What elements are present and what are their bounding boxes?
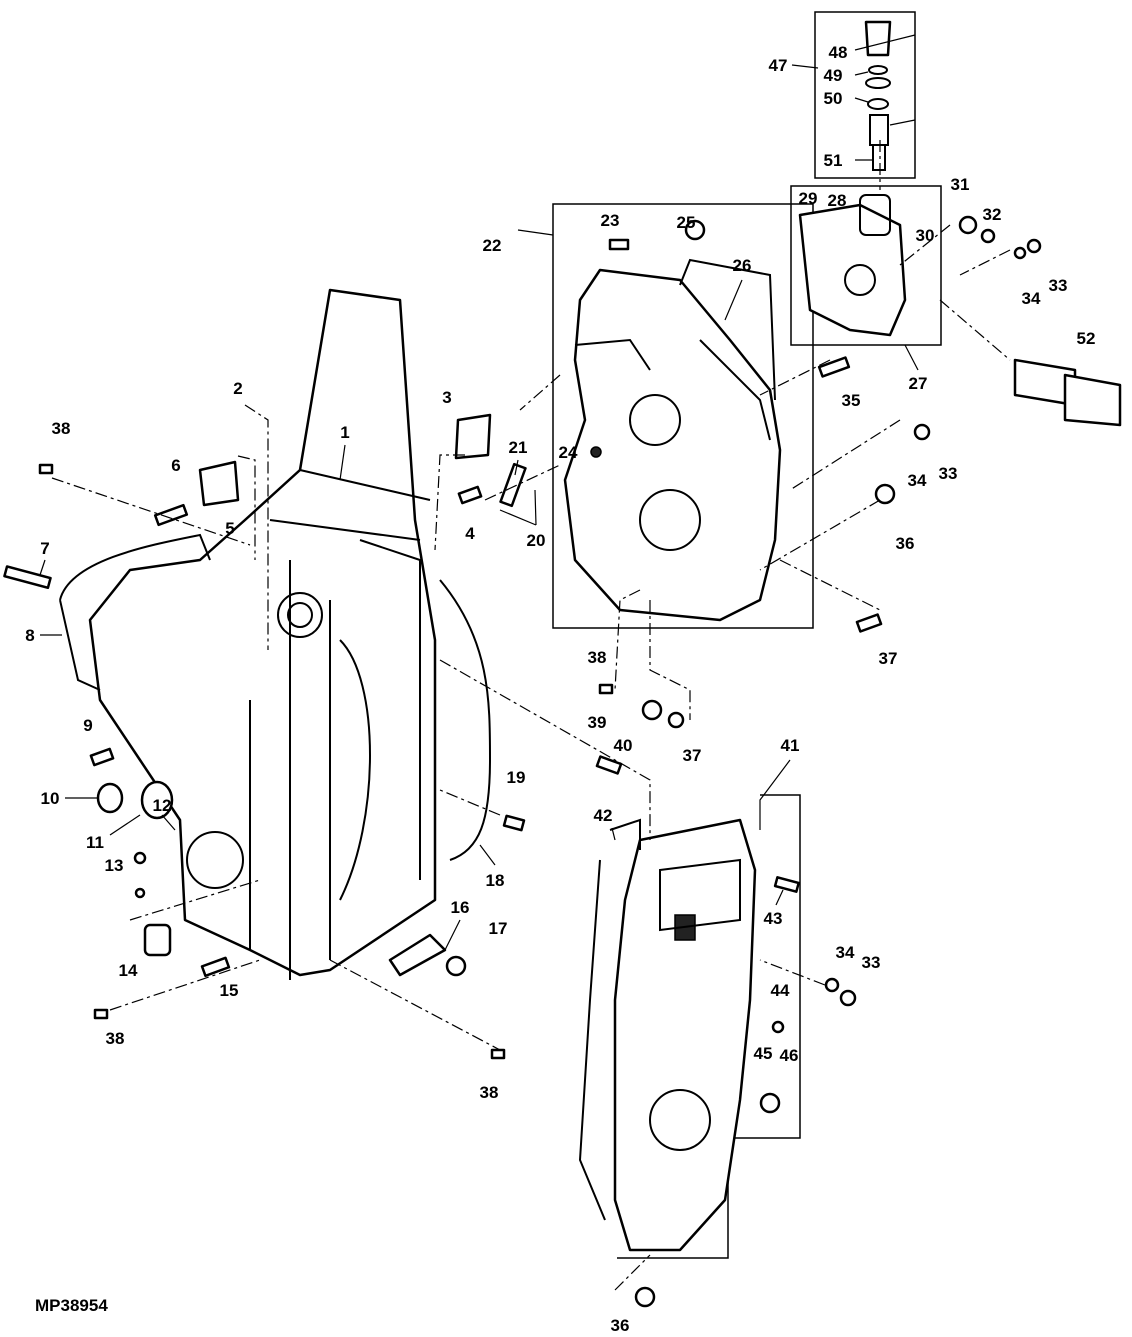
callout-21: 21 [509, 438, 528, 457]
callout-38: 38 [52, 419, 71, 438]
callout-17: 17 [489, 919, 508, 938]
valve-body [798, 194, 907, 337]
leader-lines [39, 34, 919, 951]
lower-cover [578, 818, 757, 1252]
callout-46: 46 [780, 1046, 799, 1065]
callout-11: 11 [86, 833, 104, 852]
callout-32: 32 [983, 205, 1002, 224]
group-box-27 [790, 185, 942, 346]
callout-34: 34 [908, 471, 927, 490]
small-parts [3, 215, 1042, 1308]
callout-labels: 47 48 49 50 51 29 28 31 32 30 34 33 27 3… [25, 43, 1095, 1335]
callout-6: 6 [171, 456, 180, 475]
callout-18: 18 [486, 871, 505, 890]
callout-22: 22 [483, 236, 502, 255]
callout-14: 14 [119, 961, 138, 980]
solenoid [1013, 358, 1122, 427]
callout-33: 33 [862, 953, 881, 972]
callout-38: 38 [588, 648, 607, 667]
group-box-22 [552, 203, 814, 629]
diagram-code: MP38954 [35, 1296, 108, 1315]
callout-34: 34 [836, 943, 855, 962]
callout-52: 52 [1077, 329, 1096, 348]
callout-2: 2 [233, 379, 242, 398]
callout-5: 5 [225, 519, 234, 538]
callout-20: 20 [527, 531, 546, 550]
callout-49: 49 [824, 66, 843, 85]
callout-45: 45 [754, 1044, 773, 1063]
callout-37: 37 [683, 746, 702, 765]
callout-43: 43 [764, 909, 783, 928]
callout-19: 19 [507, 768, 526, 787]
group-box-47 [814, 11, 916, 179]
callout-23: 23 [601, 211, 620, 230]
callout-7: 7 [40, 539, 49, 558]
callout-41: 41 [781, 736, 800, 755]
front-cover [563, 258, 782, 622]
callout-40: 40 [614, 736, 633, 755]
callout-38: 38 [480, 1083, 499, 1102]
callout-8: 8 [25, 626, 34, 645]
callout-47: 47 [769, 56, 788, 75]
callout-30: 30 [916, 226, 935, 245]
callout-29: 29 [799, 189, 818, 208]
callout-28: 28 [828, 191, 847, 210]
callout-36: 36 [611, 1316, 630, 1335]
callout-42: 42 [594, 806, 613, 825]
transmission-housing [59, 288, 492, 980]
callout-31: 31 [951, 175, 970, 194]
callout-51: 51 [824, 151, 843, 170]
callout-38: 38 [106, 1029, 125, 1048]
callout-39: 39 [588, 713, 607, 732]
callout-25: 25 [677, 213, 696, 232]
callout-27: 27 [909, 374, 928, 393]
callout-24: 24 [559, 443, 578, 462]
callout-1: 1 [340, 423, 349, 442]
callout-34: 34 [1022, 289, 1041, 308]
callout-36: 36 [896, 534, 915, 553]
callout-15: 15 [220, 981, 239, 1000]
group-box-41 [617, 794, 801, 1259]
callout-44: 44 [771, 981, 790, 1000]
callout-33: 33 [939, 464, 958, 483]
callout-9: 9 [83, 716, 92, 735]
callout-33: 33 [1049, 276, 1068, 295]
callout-4: 4 [465, 524, 475, 543]
callout-50: 50 [824, 89, 843, 108]
callout-12: 12 [153, 796, 172, 815]
callout-48: 48 [829, 43, 848, 62]
assembly-lines [51, 140, 1011, 1291]
callout-13: 13 [105, 856, 124, 875]
valve-stack [864, 20, 892, 171]
callout-35: 35 [842, 391, 861, 410]
callout-26: 26 [733, 256, 752, 275]
callout-37: 37 [879, 649, 898, 668]
callout-10: 10 [41, 789, 60, 808]
callout-16: 16 [451, 898, 470, 917]
callout-3: 3 [442, 388, 451, 407]
